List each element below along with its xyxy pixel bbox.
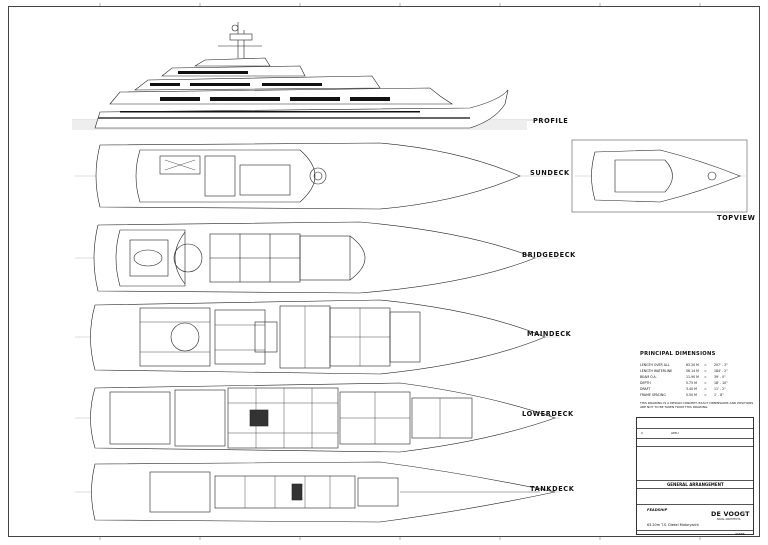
dimension-metric: 3.40 M — [686, 387, 697, 391]
bridgedeck-plan — [93, 221, 536, 294]
dimensions-title: PRINCIPAL DIMENSIONS — [640, 351, 716, 357]
dimension-sep: = — [704, 369, 707, 373]
dimension-imperial: 11' - 2" — [714, 387, 726, 391]
dimension-imperial: 39' - 0" — [714, 375, 726, 379]
title-block: 2 APD-I GENERAL ARRANGEMENT FEADSHIP 63.… — [636, 417, 754, 536]
label-maindeck: MAINDECK — [527, 330, 572, 338]
revision-number: 2 — [641, 431, 643, 435]
border-ticks — [99, 3, 701, 540]
yard-logo: FEADSHIP — [647, 508, 668, 512]
dimension-label: DRAFT — [640, 387, 651, 391]
dimension-metric: 11.90 M — [686, 375, 699, 379]
maindeck-plan — [90, 299, 546, 375]
label-tankdeck: TANKDECK — [530, 485, 575, 493]
dimension-sep: = — [704, 393, 707, 397]
dimension-label: FRAME SPACING — [640, 393, 666, 397]
drawing-heading: GENERAL ARRANGEMENT — [667, 482, 724, 487]
dimension-row: DEPTH 5.75 M = 18' - 10" — [640, 380, 740, 386]
yacht-name: 63.20m T.S. Diesel Motoryacht — [647, 523, 699, 527]
dimension-label: LENGTH OVER ALL — [640, 363, 670, 367]
dimension-metric: 63.20 M — [686, 363, 699, 367]
dimension-row: DRAFT 3.40 M = 11' - 2" — [640, 386, 740, 392]
profile-view — [72, 22, 560, 130]
dimension-metric: 0.50 M — [686, 393, 697, 397]
dimension-sep: = — [704, 363, 707, 367]
tankdeck-plan — [91, 461, 556, 523]
dimension-metric: 56.14 M — [686, 369, 699, 373]
dimension-imperial: 184' - 2" — [714, 369, 728, 373]
label-lowerdeck: LOWERDECK — [522, 410, 574, 418]
dimension-label: LENGTH WATERLINE — [640, 369, 673, 373]
label-sundeck: SUNDECK — [530, 169, 570, 177]
brand-name: DE VOOGT — [711, 510, 750, 518]
label-bridgedeck: BRIDGEDECK — [522, 251, 576, 259]
dimension-label: DEPTH — [640, 381, 651, 385]
topview-plan — [571, 139, 748, 213]
dimension-row: FRAME SPACING 0.50 M = 1' - 8" — [640, 392, 740, 398]
design-concept-note: THIS DRAWING IS A DESIGN CONCEPT. EXACT … — [640, 401, 754, 409]
dimension-imperial: 18' - 10" — [714, 381, 728, 385]
revision-code: APD-I — [671, 431, 680, 435]
lowerdeck-plan — [90, 382, 556, 453]
sheet-border — [8, 6, 760, 537]
dimension-sep: = — [704, 381, 707, 385]
dimension-sep: = — [704, 375, 707, 379]
dimension-metric: 5.75 M — [686, 381, 697, 385]
drawing-number: 30888 — [735, 532, 745, 536]
sundeck-plan — [95, 142, 521, 210]
dimension-label: BEAM O.A. — [640, 375, 657, 379]
brand-subtitle: NAVAL ARCHITECTS — [717, 518, 741, 521]
dimension-sep: = — [704, 387, 707, 391]
dimension-row: BEAM O.A. 11.90 M = 39' - 0" — [640, 374, 740, 380]
dimensions-table: LENGTH OVER ALL 63.20 M = 207' - 3" LENG… — [640, 362, 740, 398]
dimension-imperial: 207' - 3" — [714, 363, 728, 367]
dimension-imperial: 1' - 8" — [714, 393, 724, 397]
label-profile: PROFILE — [533, 117, 569, 125]
dimension-row: LENGTH WATERLINE 56.14 M = 184' - 2" — [640, 368, 740, 374]
label-topview: TOPVIEW — [717, 214, 756, 222]
dimension-row: LENGTH OVER ALL 63.20 M = 207' - 3" — [640, 362, 740, 368]
